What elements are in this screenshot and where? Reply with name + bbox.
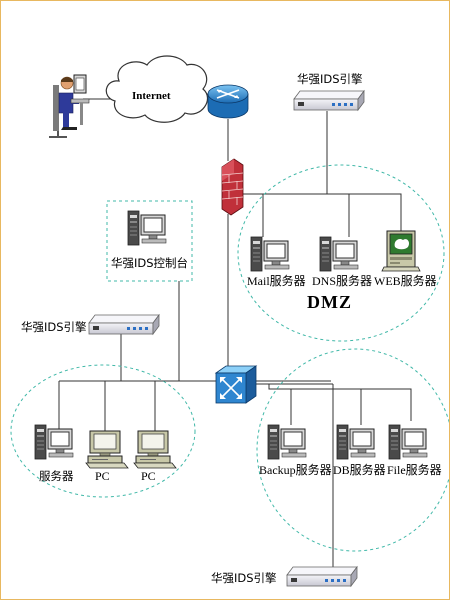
pc-2-label: PC [141,469,156,483]
server-farm-zone [256,348,449,552]
web-server-label: WEB服务器 [374,274,437,288]
lan-server-label: 服务器 [39,469,74,483]
cloud-icon [105,55,209,123]
internal-lan-zone [10,364,196,498]
router-icon [207,84,249,119]
firewall-icon [221,158,244,216]
mail-server-icon [250,236,290,272]
connection-lines [58,93,412,573]
pc-1-label: PC [95,469,110,483]
db-server-icon [336,424,376,460]
mail-server-label: Mail服务器 [247,274,306,288]
ids-engine-bottom-icon [286,566,358,587]
ids-engine-bottom-label: 华强IDS引擎 [211,571,277,585]
lan-server-icon [34,424,74,460]
backup-server-icon [267,424,307,460]
switch-icon [214,365,258,404]
ids-engine-top-icon [293,90,365,111]
backup-server-label: Backup服务器 [259,463,332,477]
user-workstation-icon [49,74,90,138]
dns-server-label: DNS服务器 [312,274,373,288]
pc-1-icon [85,430,129,469]
file-server-icon [388,424,428,460]
db-server-label: DB服务器 [333,463,386,477]
dmz-label: DMZ [307,292,352,312]
ids-engine-left-label: 华强IDS引擎 [21,320,87,334]
ids-console-zone [106,200,193,282]
pc-2-icon [133,430,177,469]
dmz-zone [237,164,445,342]
ids-console-label: 华强IDS控制台 [111,256,189,270]
web-server-icon [381,230,421,272]
file-server-label: File服务器 [387,463,442,477]
internet-label: Internet [132,90,171,102]
ids-engine-left-icon [88,314,160,335]
ids-console-icon [127,210,167,246]
ids-engine-top-label: 华强IDS引擎 [297,72,363,86]
network-zones [10,164,449,552]
dns-server-icon [319,236,359,272]
